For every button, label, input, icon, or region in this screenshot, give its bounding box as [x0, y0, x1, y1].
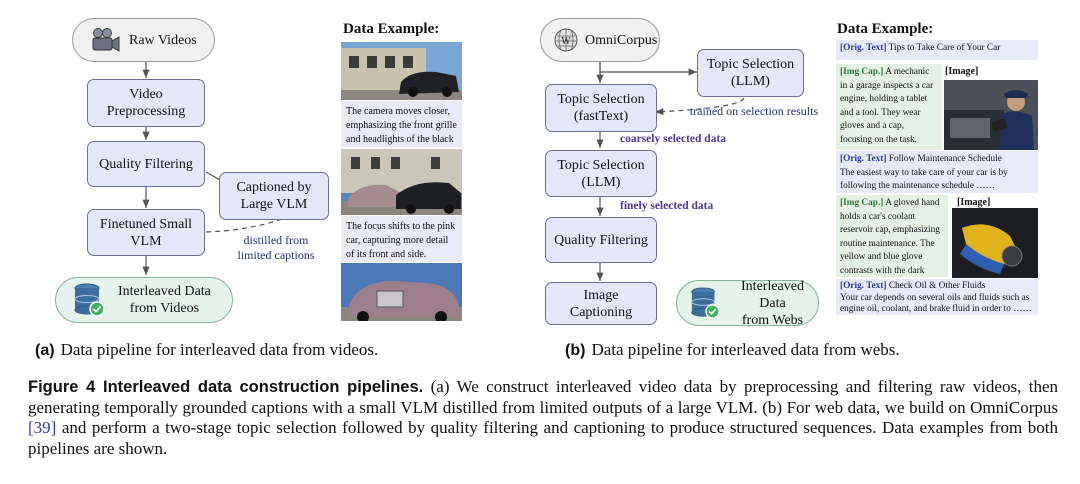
omnicorpus-label: OmniCorpus — [585, 32, 658, 48]
image-captioning-box: Image Captioning — [545, 282, 657, 325]
web-example-title-2: Follow Maintenance Schedule — [888, 154, 1002, 164]
web-example-title-1: Tips to Take Care of Your Car — [888, 43, 1001, 53]
img-cap-tag: [Img Cap.] — [840, 67, 884, 77]
svg-text:W: W — [561, 37, 571, 47]
subcaption-b-text: Data pipeline for interleaved data from … — [591, 340, 900, 359]
subcaption-b-label: (b) — [565, 342, 586, 359]
topic-llm-top-label: Topic Selection (LLM) — [706, 57, 795, 89]
video-frame-1 — [341, 42, 462, 100]
quality-filtering-box-b: Quality Filtering — [545, 217, 657, 263]
subcaption-a: (a) Data pipeline for interleaved data fr… — [35, 340, 378, 360]
web-example-imgcap-1: [Img Cap.] A mechanic in a garage inspec… — [836, 64, 942, 150]
finetuned-label: Finetuned Small VLM — [99, 216, 193, 249]
web-example-cap-1: A mechanic in a garage inspects a car en… — [840, 67, 934, 145]
wikipedia-globe-icon: W — [553, 27, 579, 53]
topic-llm-label: Topic Selection (LLM) — [557, 157, 645, 190]
coolant-image — [952, 208, 1038, 278]
captioned-by-label: Captioned by Large VLM — [236, 180, 312, 212]
citation-link[interactable]: [39] — [28, 418, 57, 437]
topic-fasttext-label: Topic Selection (fastText) — [557, 92, 645, 124]
output-label-b: Interleaved Data from Webs — [741, 278, 804, 328]
coarsely-selected-annotation: coarsely selected data — [620, 133, 727, 145]
video-preprocessing-label: Video Preprocessing — [106, 87, 186, 119]
quality-filtering-label-b: Quality Filtering — [554, 232, 648, 248]
web-example-title-3: Check Oil & Other Fluids — [888, 281, 986, 291]
finetuned-small-vlm-box: Finetuned Small VLM — [87, 209, 205, 256]
interleaved-webs-output: Interleaved Data from Webs — [676, 278, 819, 328]
figure-caption-text-2: and perform a two-stage topic selection … — [28, 418, 1058, 458]
finely-selected-annotation: finely selected data — [620, 200, 714, 212]
database-check-icon — [689, 285, 721, 321]
orig-text-tag: [Orig. Text] — [840, 154, 887, 164]
topic-selection-fasttext-box: Topic Selection (fastText) — [545, 84, 657, 132]
orig-text-tag: [Orig. Text] — [840, 43, 887, 53]
image-captioning-label: Image Captioning — [569, 287, 633, 320]
video-preprocessing-box: Video Preprocessing — [87, 79, 205, 127]
figure-caption-title: Figure 4 Interleaved data construction p… — [28, 378, 424, 396]
quality-filtering-label: Quality Filtering — [99, 156, 193, 172]
captioned-by-large-vlm-box: Captioned by Large VLM — [219, 172, 329, 220]
img-cap-tag: [Img Cap.] — [840, 198, 884, 208]
quality-filtering-box-a: Quality Filtering — [87, 141, 205, 187]
figure-caption-text-1: (a) We construct interleaved video data … — [28, 377, 1058, 417]
subcaption-a-text: Data pipeline for interleaved data from … — [60, 340, 379, 359]
image-tag-1: [Image] — [945, 66, 979, 77]
subcaption-a-label: (a) — [35, 342, 55, 359]
trained-on-annotation: trained on selection results — [689, 104, 819, 118]
video-frame-3 — [341, 263, 462, 321]
subcaption-b: (b) Data pipeline for interleaved data fr… — [565, 340, 900, 360]
raw-videos-node: Raw Videos — [72, 18, 215, 62]
web-example-orig-3: [Orig. Text] Check Oil & Other Fluids Yo… — [836, 279, 1038, 315]
web-example-cap-2: A gloved hand holds a car's coolant rese… — [840, 198, 940, 289]
data-example-heading-a: Data Example: — [343, 21, 440, 37]
image-tag-2: [Image] — [957, 197, 991, 208]
web-example-text-2: The easiest way to take care of your car… — [840, 167, 1008, 192]
output-label-a: Interleaved Data from Videos — [118, 284, 211, 316]
data-example-heading-b: Data Example: — [837, 21, 934, 37]
topic-selection-llm-top-box: Topic Selection (LLM) — [697, 49, 804, 97]
video-camera-icon — [89, 27, 121, 53]
video-caption-1: The camera moves closer, emphasizing the… — [341, 101, 462, 159]
video-frame-2 — [341, 149, 462, 215]
web-example-text-3: Your car depends on several oils and flu… — [840, 292, 1032, 315]
raw-videos-label: Raw Videos — [129, 32, 197, 48]
figure-caption: Figure 4 Interleaved data construction p… — [28, 377, 1058, 459]
web-example-orig-2: [Orig. Text] Follow Maintenance Schedule… — [836, 151, 1038, 193]
web-example-imgcap-2: [Img Cap.] A gloved hand holds a car's c… — [836, 195, 948, 289]
omnicorpus-node: W OmniCorpus — [540, 18, 660, 62]
web-example-orig-1: [Orig. Text] Tips to Take Care of Your C… — [836, 40, 1038, 60]
video-caption-2: The focus shifts to the pink car, captur… — [341, 216, 462, 262]
database-check-icon — [72, 282, 106, 318]
distilled-annotation: distilled from limited captions — [237, 233, 315, 262]
mechanic-image — [944, 80, 1038, 150]
topic-selection-llm-box: Topic Selection (LLM) — [545, 150, 657, 197]
orig-text-tag: [Orig. Text] — [840, 281, 887, 291]
interleaved-videos-output: Interleaved Data from Videos — [55, 277, 233, 323]
